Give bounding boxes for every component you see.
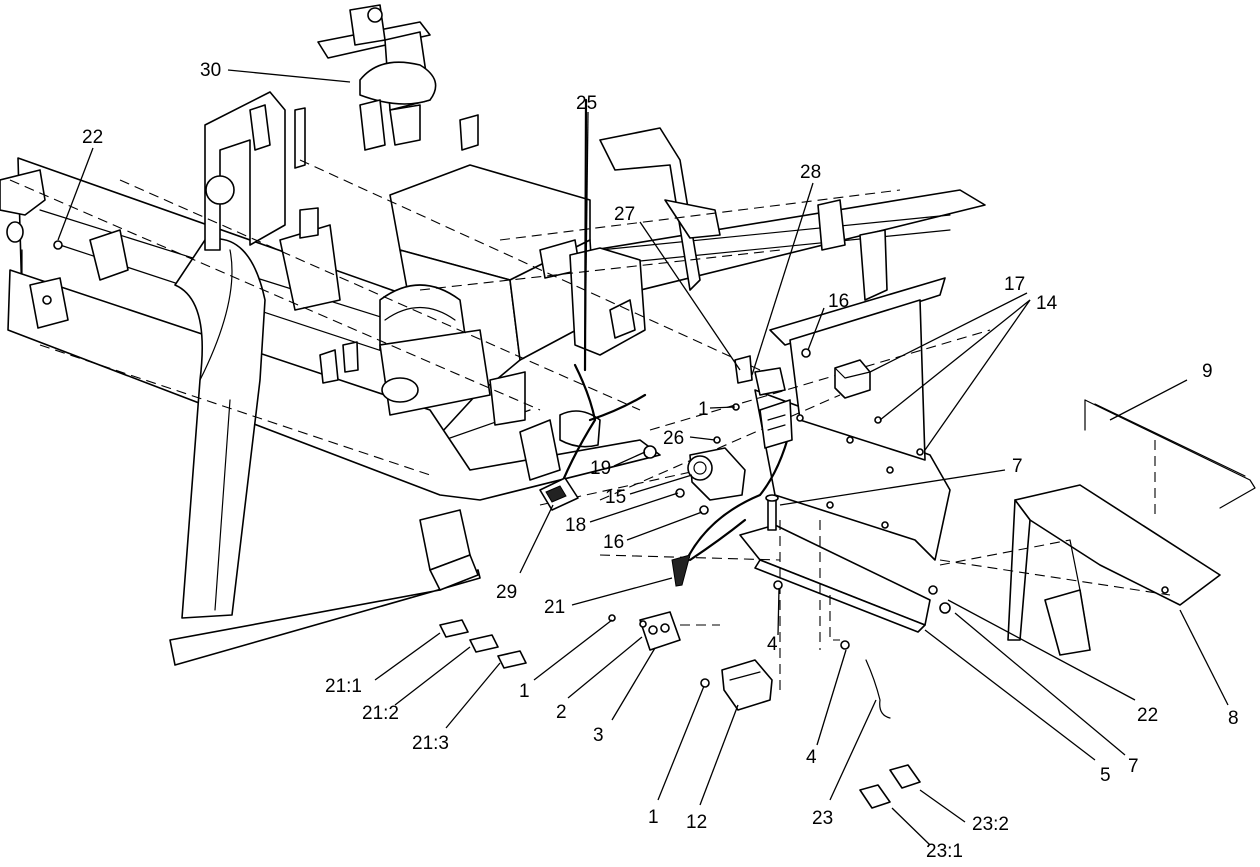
callout-4-upper: 4 (767, 634, 778, 655)
rear-upright-brackets (204, 91, 888, 301)
relay-15 (643, 445, 746, 515)
callout-28: 28 (800, 162, 821, 183)
callout-15: 15 (605, 487, 626, 508)
module-12 (700, 659, 773, 711)
callout-14: 14 (1036, 293, 1058, 314)
callout-25: 25 (576, 93, 597, 114)
callout-23-2: 23:2 (972, 814, 1009, 835)
fuse-block-bracket (734, 355, 793, 531)
callout-1-bottom: 1 (648, 807, 659, 828)
control-panel-plate (739, 277, 951, 633)
side-shield (1007, 484, 1221, 656)
callout-21-3: 21:3 (412, 733, 449, 754)
callout-30: 30 (200, 60, 221, 81)
connector-29 (539, 477, 579, 511)
callout-22-right: 22 (1137, 705, 1158, 726)
fuses-21 (439, 619, 527, 669)
callout-7-top: 7 (1012, 456, 1023, 477)
callout-21: 21 (544, 597, 565, 618)
callout-16-bottom: 16 (603, 532, 624, 553)
hardware (53, 240, 1169, 650)
callout-21-2: 21:2 (362, 703, 399, 724)
callout-7-bottom: 7 (1128, 756, 1139, 777)
callout-12: 12 (686, 812, 707, 833)
seat-latch-assembly (317, 4, 479, 151)
callout-26: 26 (663, 428, 684, 449)
callouts: 30 22 25 28 27 16 17 14 9 1 26 7 19 15 1… (82, 60, 1239, 862)
callout-27: 27 (614, 204, 635, 225)
callout-17: 17 (1004, 274, 1025, 295)
callout-19: 19 (590, 458, 611, 479)
jumper-23 (859, 659, 921, 809)
callout-2: 2 (556, 702, 567, 723)
relay-17 (834, 359, 871, 399)
callout-22-left: 22 (82, 127, 103, 148)
leader-lines (57, 69, 1229, 846)
callout-1-middle: 1 (519, 681, 530, 702)
callout-3: 3 (593, 725, 604, 746)
roll-bar (174, 238, 266, 619)
callout-9: 9 (1202, 361, 1213, 382)
support-rod (1084, 399, 1256, 509)
callout-4-lower: 4 (806, 747, 817, 768)
callout-1-top: 1 (698, 399, 709, 420)
callout-21-1: 21:1 (325, 676, 362, 697)
engine (279, 164, 596, 426)
explosion-lines (9, 159, 1171, 690)
pump-bracket (519, 247, 646, 481)
callout-16-top: 16 (828, 291, 849, 312)
fuse-holder-3 (639, 611, 681, 651)
callout-8: 8 (1228, 708, 1239, 729)
callout-29: 29 (496, 582, 517, 603)
callout-18: 18 (565, 515, 586, 536)
callout-5: 5 (1100, 765, 1111, 786)
callout-23-1: 23:1 (926, 841, 963, 862)
callout-23: 23 (812, 808, 833, 829)
